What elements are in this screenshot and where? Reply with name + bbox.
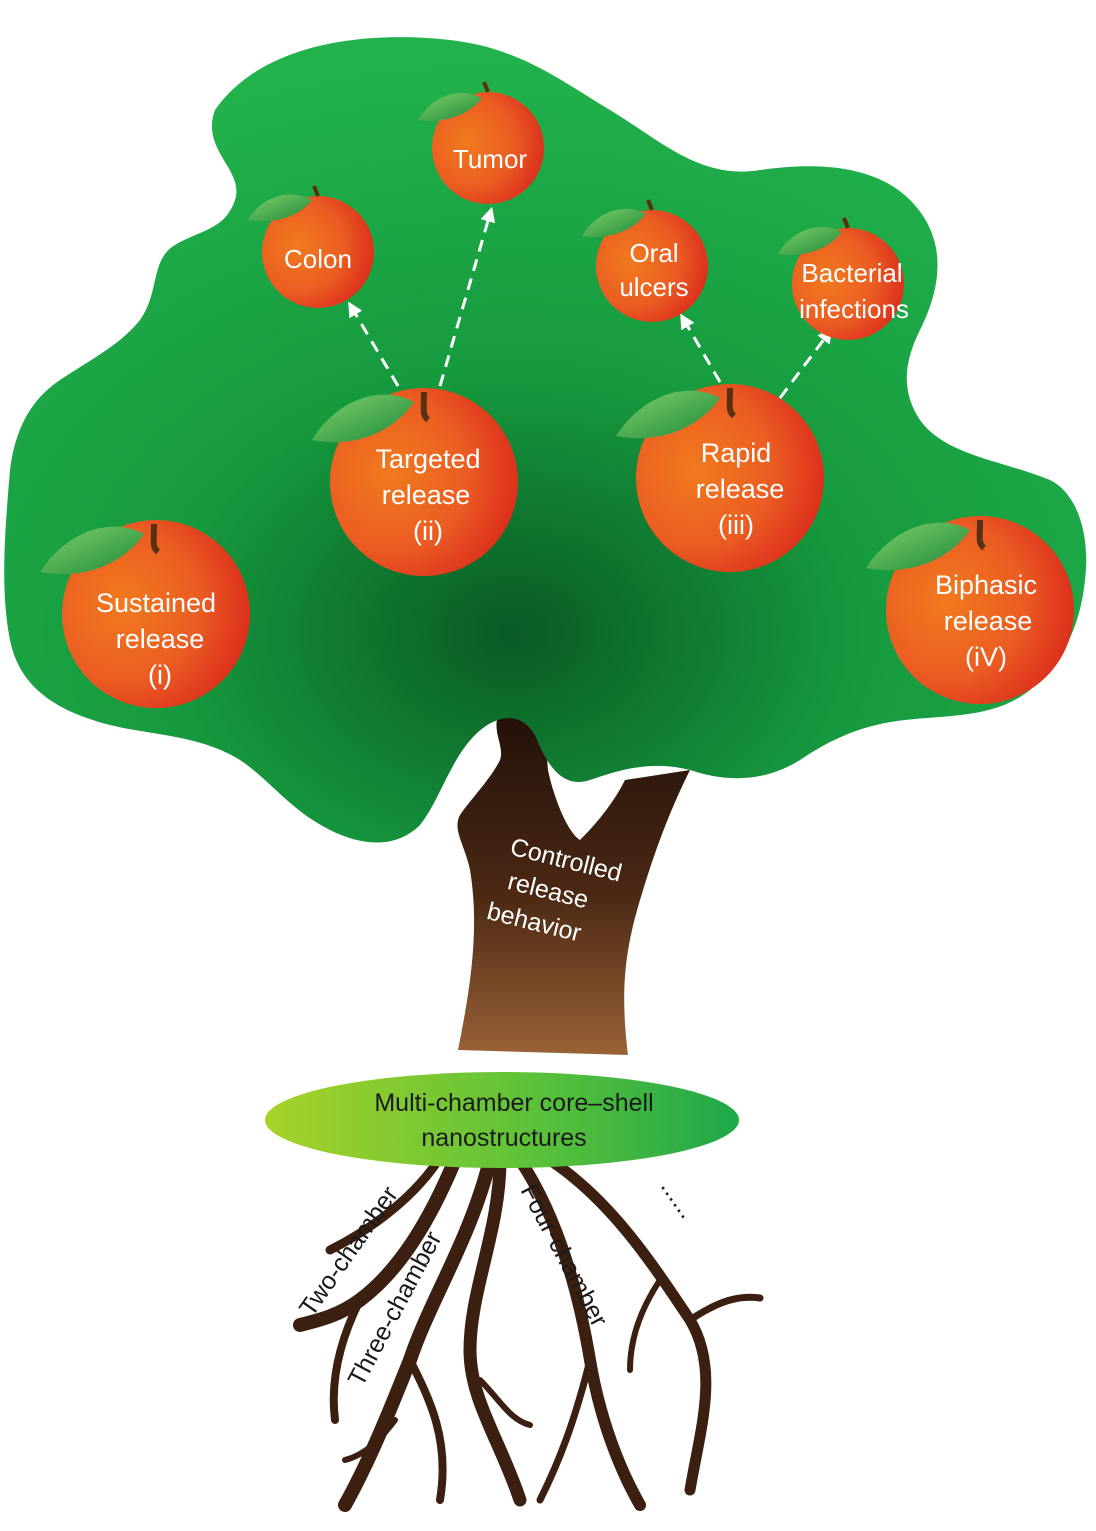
apple-label-targeted-line1: Targeted <box>375 444 480 474</box>
leaf-icon <box>40 526 144 575</box>
apple-label-rapid-line2: release <box>696 474 785 504</box>
apple-label-tumor: Tumor <box>453 144 527 174</box>
apple-oral-ulcers: Oral ulcers <box>582 199 708 322</box>
apple-label-oral-line2: ulcers <box>619 272 688 302</box>
stem-icon <box>726 387 737 419</box>
apple-label-biphasic-line1: Biphasic <box>935 570 1037 600</box>
apple-label-rapid-line1: Rapid <box>701 438 772 468</box>
arrows <box>348 206 833 399</box>
root-two-chamber <box>293 1153 462 1332</box>
root-label-more: ...... <box>655 1173 702 1223</box>
base-label-line2: nanostructures <box>421 1124 586 1152</box>
stem-icon <box>312 185 320 197</box>
apple-biphasic-release: Biphasic release (iV) <box>866 516 1074 704</box>
apple-label-targeted-line2: release <box>382 480 471 510</box>
stem-icon <box>482 81 490 93</box>
apple-bacterial-infections: Bacterial infections <box>778 217 909 340</box>
stem-icon <box>842 217 850 229</box>
apple-label-sustained-line3: (i) <box>148 660 172 690</box>
apple-label-targeted-line3: (ii) <box>413 516 443 546</box>
roots <box>293 1153 764 1512</box>
arrow-to-tumor <box>438 206 496 387</box>
base-ellipse <box>265 1072 739 1168</box>
apple-targeted-release: Targeted release (ii) <box>312 388 518 576</box>
leaf-icon <box>778 226 842 256</box>
apple-label-sustained-line2: release <box>116 624 205 654</box>
leaf-icon <box>312 394 414 443</box>
apple-label-oral-line1: Oral <box>629 238 678 268</box>
root-center <box>463 1153 527 1507</box>
arrow-to-bacterial-infections <box>778 328 833 399</box>
stem-icon <box>420 391 431 423</box>
apple-label-colon: Colon <box>284 244 352 274</box>
base-label-line1: Multi-chamber core–shell <box>374 1089 653 1117</box>
arrow-to-colon <box>348 301 400 387</box>
arrow-to-oral-ulcers <box>680 313 722 383</box>
apple-rapid-release: Rapid release (iii) <box>616 384 824 572</box>
root-center-branch <box>477 1377 533 1428</box>
stem-icon <box>976 519 987 551</box>
apple-colon: Colon <box>248 185 374 308</box>
apple-label-biphasic-line2: release <box>944 606 1033 636</box>
apple-sustained-release: Sustained release (i) <box>40 520 250 708</box>
stem-icon <box>646 199 654 211</box>
apple-label-sustained-line1: Sustained <box>96 588 216 618</box>
apple-label-bacterial-line2: infections <box>799 294 909 324</box>
leaf-icon <box>248 194 312 222</box>
root-three-branch <box>406 1356 447 1504</box>
apple-label-biphasic-line3: (iV) <box>965 642 1007 672</box>
root-four-branch <box>536 1356 594 1504</box>
leaf-icon <box>866 522 970 571</box>
root-far-left <box>325 1160 440 1255</box>
canopy <box>4 37 1087 843</box>
apple-label-bacterial-line1: Bacterial <box>801 258 902 288</box>
leaf-icon <box>616 390 720 439</box>
trunk <box>457 694 690 1055</box>
stem-icon <box>150 523 161 555</box>
leaf-icon <box>418 92 482 122</box>
root-right-branch <box>686 1293 764 1324</box>
root-right-branch-2 <box>627 1277 663 1373</box>
leaf-icon <box>582 208 646 238</box>
apple-label-rapid-line3: (iii) <box>718 510 754 540</box>
apple-tumor: Tumor <box>418 81 544 204</box>
root-two-branch <box>329 1296 364 1424</box>
root-three-branch-2 <box>342 1417 398 1463</box>
